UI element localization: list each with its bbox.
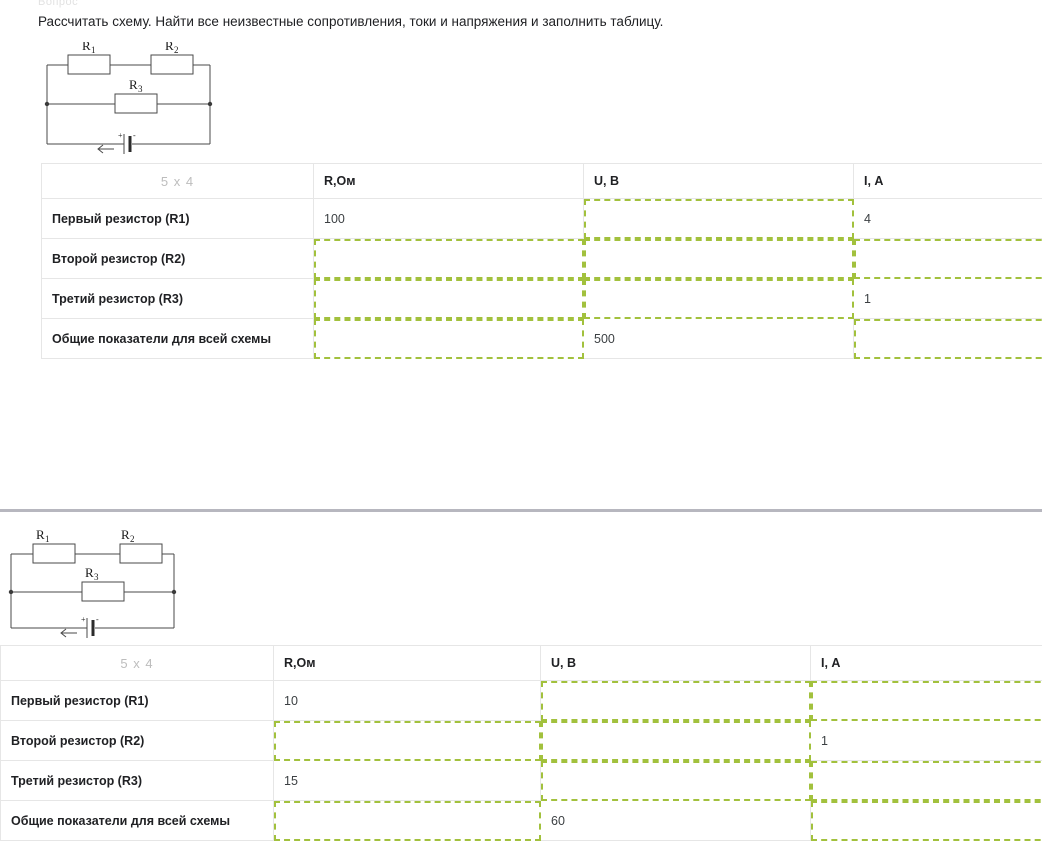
table-header-row: 5 x 4 R,Ом U, В I, А	[0, 645, 1042, 681]
faded-breadcrumb: Вопрос	[38, 0, 79, 8]
column-header-resistance: R,Ом	[273, 645, 541, 681]
battery-symbol	[86, 618, 95, 638]
row-label-r2: Второй резистор (R2)	[41, 238, 314, 279]
cell-total-voltage[interactable]: 500	[583, 318, 854, 359]
circuit-diagram-1: R 1 R 2 R 3 + -	[40, 42, 225, 157]
node-dot-right	[207, 101, 213, 107]
table-row: Первый резистор (R1) 10	[0, 680, 1042, 721]
row-label-total: Общие показатели для всей схемы	[0, 800, 274, 841]
cell-r1-current[interactable]: 4	[853, 198, 1042, 239]
cell-r2-current[interactable]	[853, 238, 1042, 279]
cell-r1-current[interactable]	[810, 680, 1042, 721]
column-header-voltage: U, В	[540, 645, 811, 681]
svg-text:+: +	[118, 131, 123, 140]
table-corner-label: 5 x 4	[41, 163, 314, 199]
row-label-r2: Второй резистор (R2)	[0, 720, 274, 761]
section-divider	[0, 509, 1042, 512]
svg-text:3: 3	[94, 572, 99, 582]
column-header-current: I, А	[853, 163, 1042, 199]
svg-text:2: 2	[174, 45, 179, 55]
cell-r3-voltage[interactable]	[540, 760, 811, 801]
row-label-r1: Первый резистор (R1)	[41, 198, 314, 239]
current-arrow	[60, 628, 77, 638]
cell-r3-current[interactable]	[810, 760, 1042, 801]
column-header-voltage: U, В	[583, 163, 854, 199]
svg-text:2: 2	[130, 534, 135, 544]
cell-r2-resistance[interactable]	[273, 720, 541, 761]
cell-r3-current[interactable]: 1	[853, 278, 1042, 319]
resistor-table-2[interactable]: 5 x 4 R,Ом U, В I, А Первый резистор (R1…	[0, 645, 1042, 841]
table-row: Третий резистор (R3) 15	[0, 760, 1042, 801]
svg-text:1: 1	[91, 45, 96, 55]
row-label-r3: Третий резистор (R3)	[0, 760, 274, 801]
cell-total-current[interactable]	[853, 318, 1042, 359]
cell-r3-resistance[interactable]: 15	[273, 760, 541, 801]
svg-text:R: R	[82, 42, 91, 53]
cell-r2-voltage[interactable]	[540, 720, 811, 761]
svg-text:-: -	[96, 615, 99, 624]
svg-text:-: -	[133, 131, 136, 140]
table-header-row: 5 x 4 R,Ом U, В I, А	[41, 163, 1042, 199]
column-header-resistance: R,Ом	[313, 163, 584, 199]
current-arrow	[97, 144, 114, 154]
cell-r2-resistance[interactable]	[313, 238, 584, 279]
node-dot-right	[171, 589, 177, 595]
column-header-current: I, А	[810, 645, 1042, 681]
svg-text:1: 1	[45, 534, 50, 544]
svg-text:R: R	[129, 77, 138, 92]
cell-total-resistance[interactable]	[273, 800, 541, 841]
cell-r2-voltage[interactable]	[583, 238, 854, 279]
table-row: Общие показатели для всей схемы 60	[0, 800, 1042, 841]
svg-text:R: R	[165, 42, 174, 53]
battery-symbol	[123, 134, 132, 154]
cell-total-current[interactable]	[810, 800, 1042, 841]
cell-total-voltage[interactable]: 60	[540, 800, 811, 841]
svg-text:R: R	[36, 527, 45, 542]
table-row: Первый резистор (R1) 100 4	[41, 198, 1042, 239]
row-label-r1: Первый резистор (R1)	[0, 680, 274, 721]
question-text: Рассчитать схему. Найти все неизвестные …	[38, 14, 664, 29]
cell-r1-voltage[interactable]	[583, 198, 854, 239]
node-dot-left	[44, 101, 50, 107]
cell-r3-resistance[interactable]	[313, 278, 584, 319]
cell-r1-resistance[interactable]: 10	[273, 680, 541, 721]
cell-r2-current[interactable]: 1	[810, 720, 1042, 761]
cell-total-resistance[interactable]	[313, 318, 584, 359]
svg-text:3: 3	[138, 84, 143, 94]
resistor-table-1[interactable]: 5 x 4 R,Ом U, В I, А Первый резистор (R1…	[41, 163, 1042, 359]
cell-r1-voltage[interactable]	[540, 680, 811, 721]
table-row: Второй резистор (R2)	[41, 238, 1042, 279]
cell-r1-resistance[interactable]: 100	[313, 198, 584, 239]
table-row: Общие показатели для всей схемы 500	[41, 318, 1042, 359]
cell-r3-voltage[interactable]	[583, 278, 854, 319]
table-row: Второй резистор (R2) 1	[0, 720, 1042, 761]
circuit-diagram-2: R 1 R 2 R 3 + -	[2, 527, 187, 642]
svg-text:R: R	[85, 565, 94, 580]
row-label-r3: Третий резистор (R3)	[41, 278, 314, 319]
row-label-total: Общие показатели для всей схемы	[41, 318, 314, 359]
node-dot-left	[8, 589, 14, 595]
table-corner-label: 5 x 4	[0, 645, 274, 681]
svg-text:R: R	[121, 527, 130, 542]
table-row: Третий резистор (R3) 1	[41, 278, 1042, 319]
svg-text:+: +	[81, 615, 86, 624]
